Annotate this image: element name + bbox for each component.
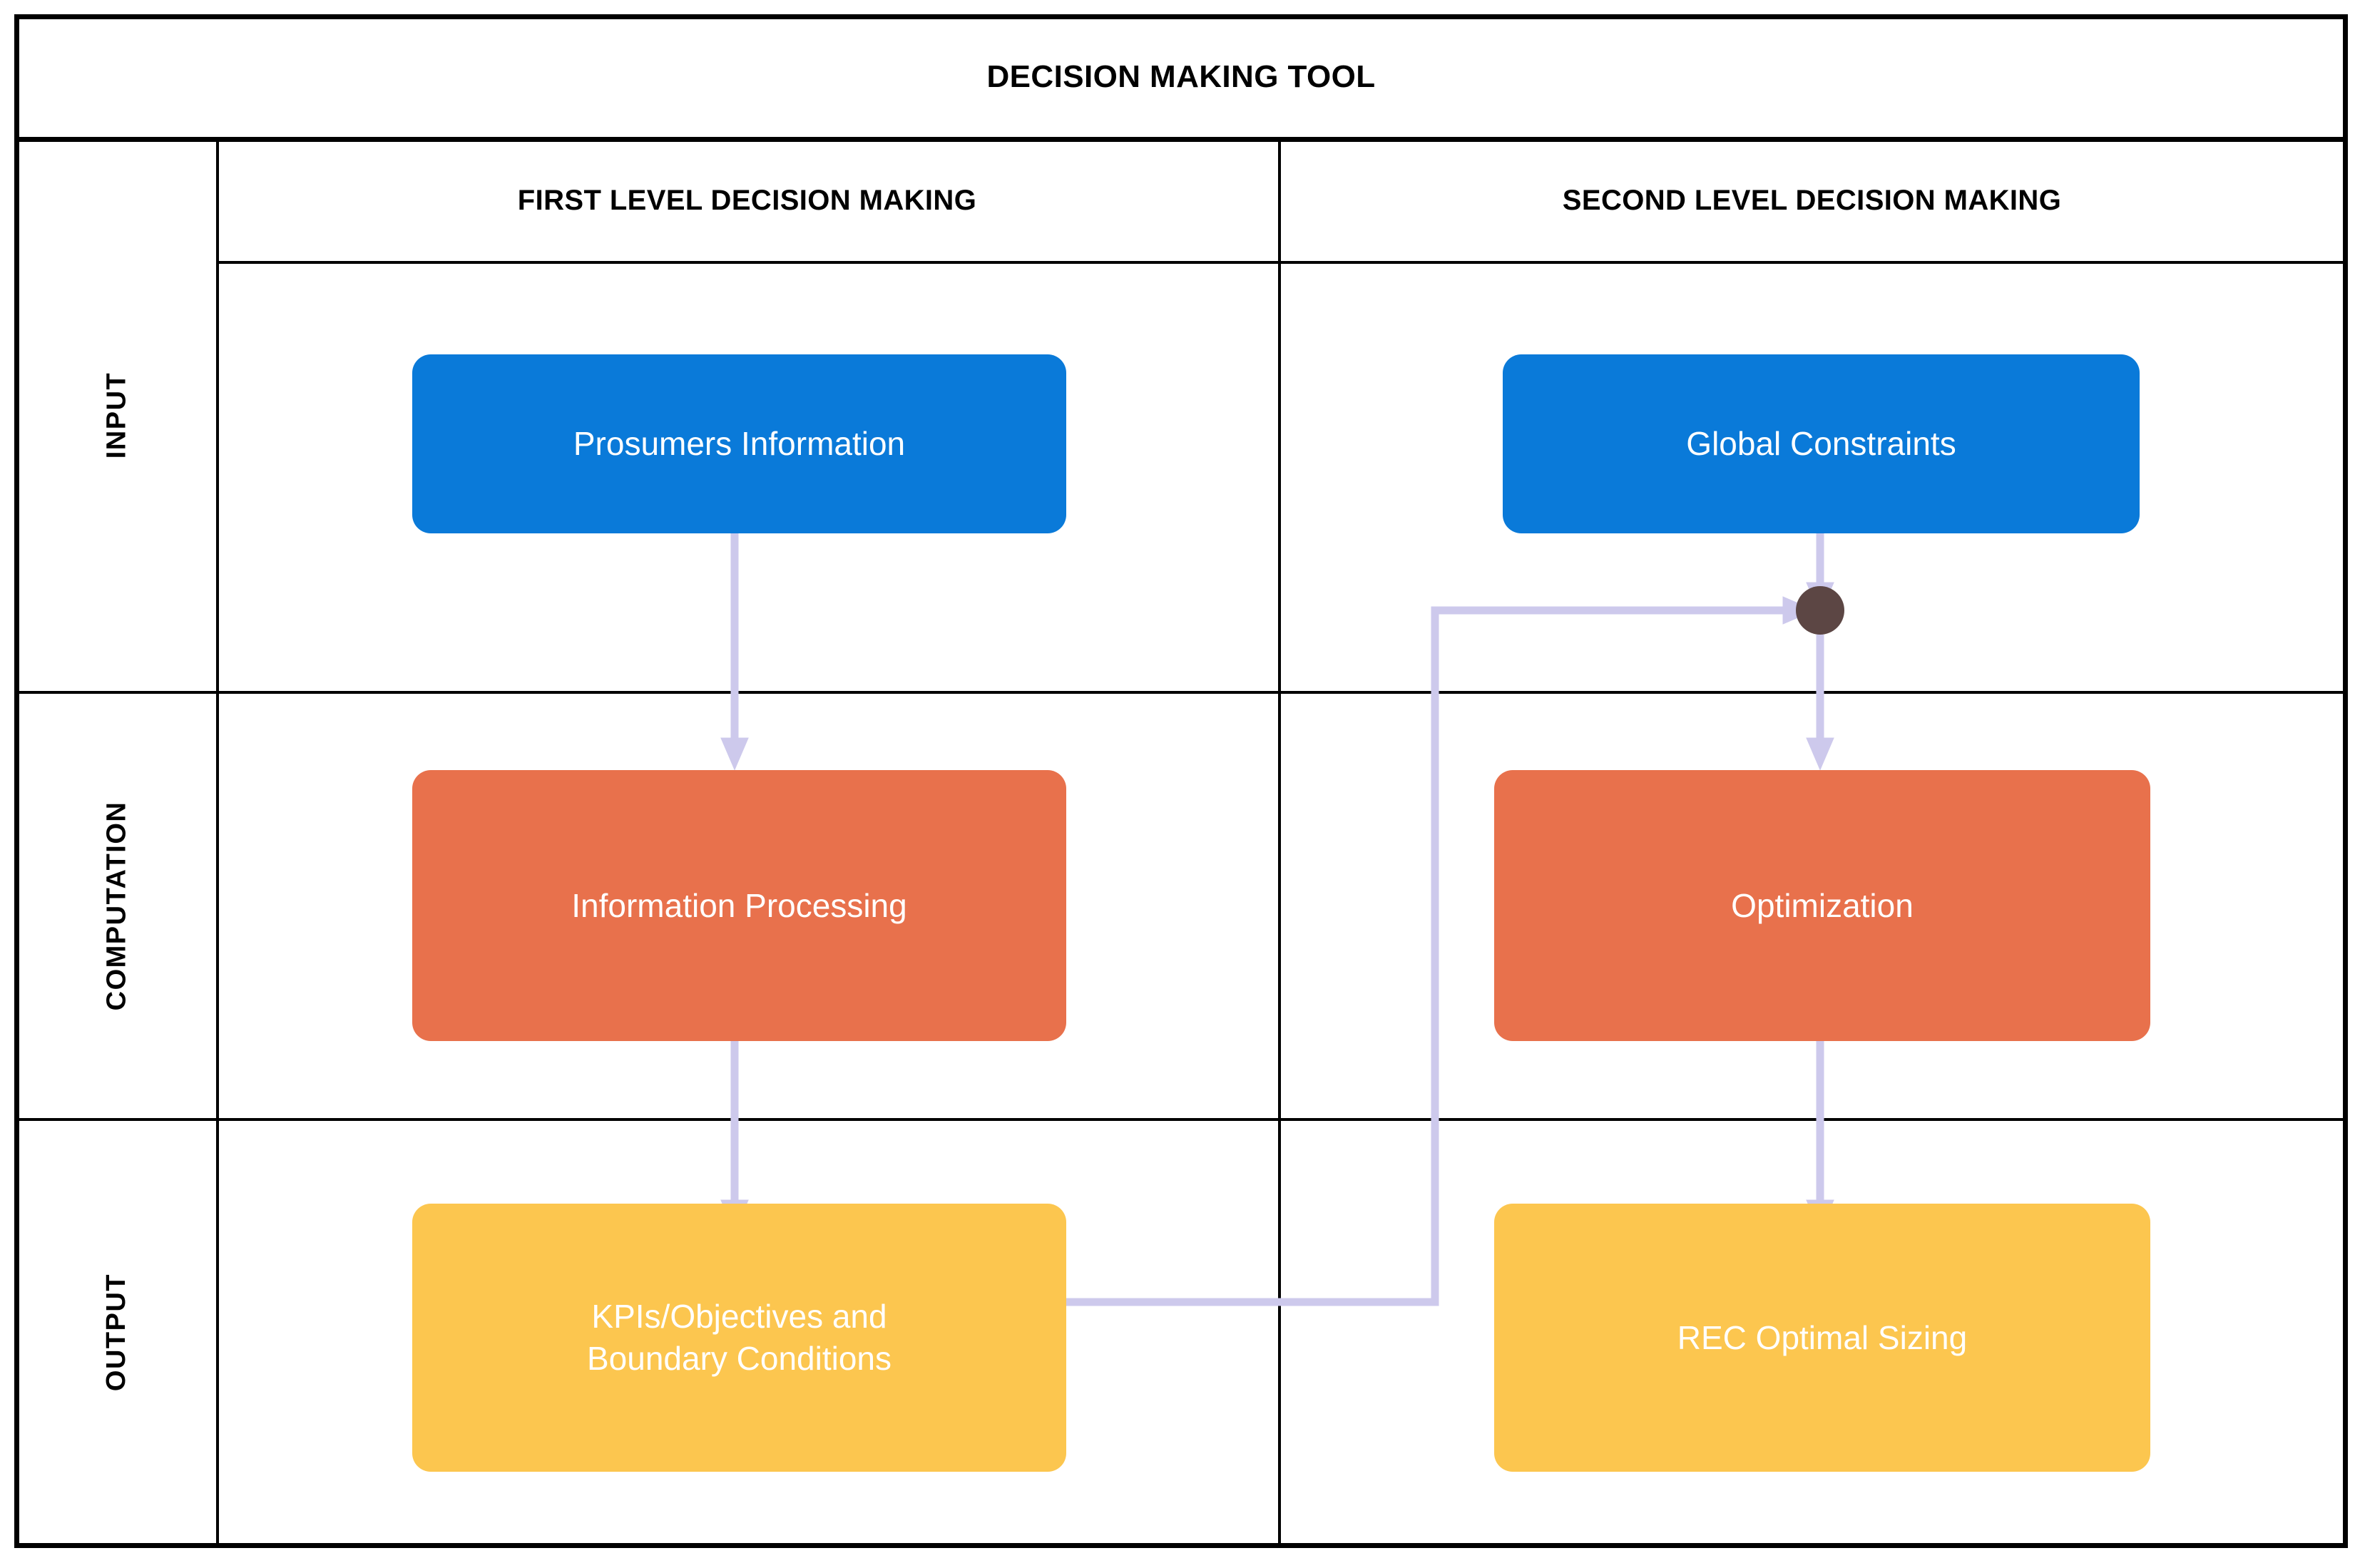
node-kpis-boundary-conditions[interactable]: KPIs/Objectives and Boundary Conditions (412, 1204, 1066, 1472)
node-global-constraints[interactable]: Global Constraints (1503, 354, 2140, 533)
table-left-border (14, 14, 19, 1548)
row-label-divider (216, 137, 219, 1548)
row-label-computation: COMPUTATION (17, 694, 216, 1118)
node-optimization[interactable]: Optimization (1494, 770, 2150, 1041)
row-label-computation-text: COMPUTATION (101, 801, 132, 1011)
input-computation-divider (14, 691, 2348, 694)
level-column-divider (1278, 137, 1281, 1548)
level-header-divider (216, 261, 2348, 264)
row-label-input-text: INPUT (101, 371, 131, 459)
column-header-second-level: SECOND LEVEL DECISION MAKING (1562, 184, 2062, 216)
column-header-first-level: FIRST LEVEL DECISION MAKING (517, 184, 977, 216)
row-label-input: INPUT (17, 140, 216, 691)
row-label-output: OUTPUT (17, 1121, 216, 1543)
merge-junction-node (1796, 586, 1844, 635)
table-bottom-border (14, 1543, 2348, 1548)
node-rec-optimal-sizing[interactable]: REC Optimal Sizing (1494, 1204, 2150, 1472)
node-prosumers-information[interactable]: Prosumers Information (412, 354, 1066, 533)
table-header-divider (14, 137, 2348, 142)
table-right-border (2343, 14, 2348, 1548)
page-title: DECISION MAKING TOOL (986, 59, 1376, 94)
table-top-border (14, 14, 2348, 19)
node-information-processing[interactable]: Information Processing (412, 770, 1066, 1041)
row-label-output-text: OUTPUT (101, 1273, 131, 1391)
computation-output-divider (14, 1118, 2348, 1121)
